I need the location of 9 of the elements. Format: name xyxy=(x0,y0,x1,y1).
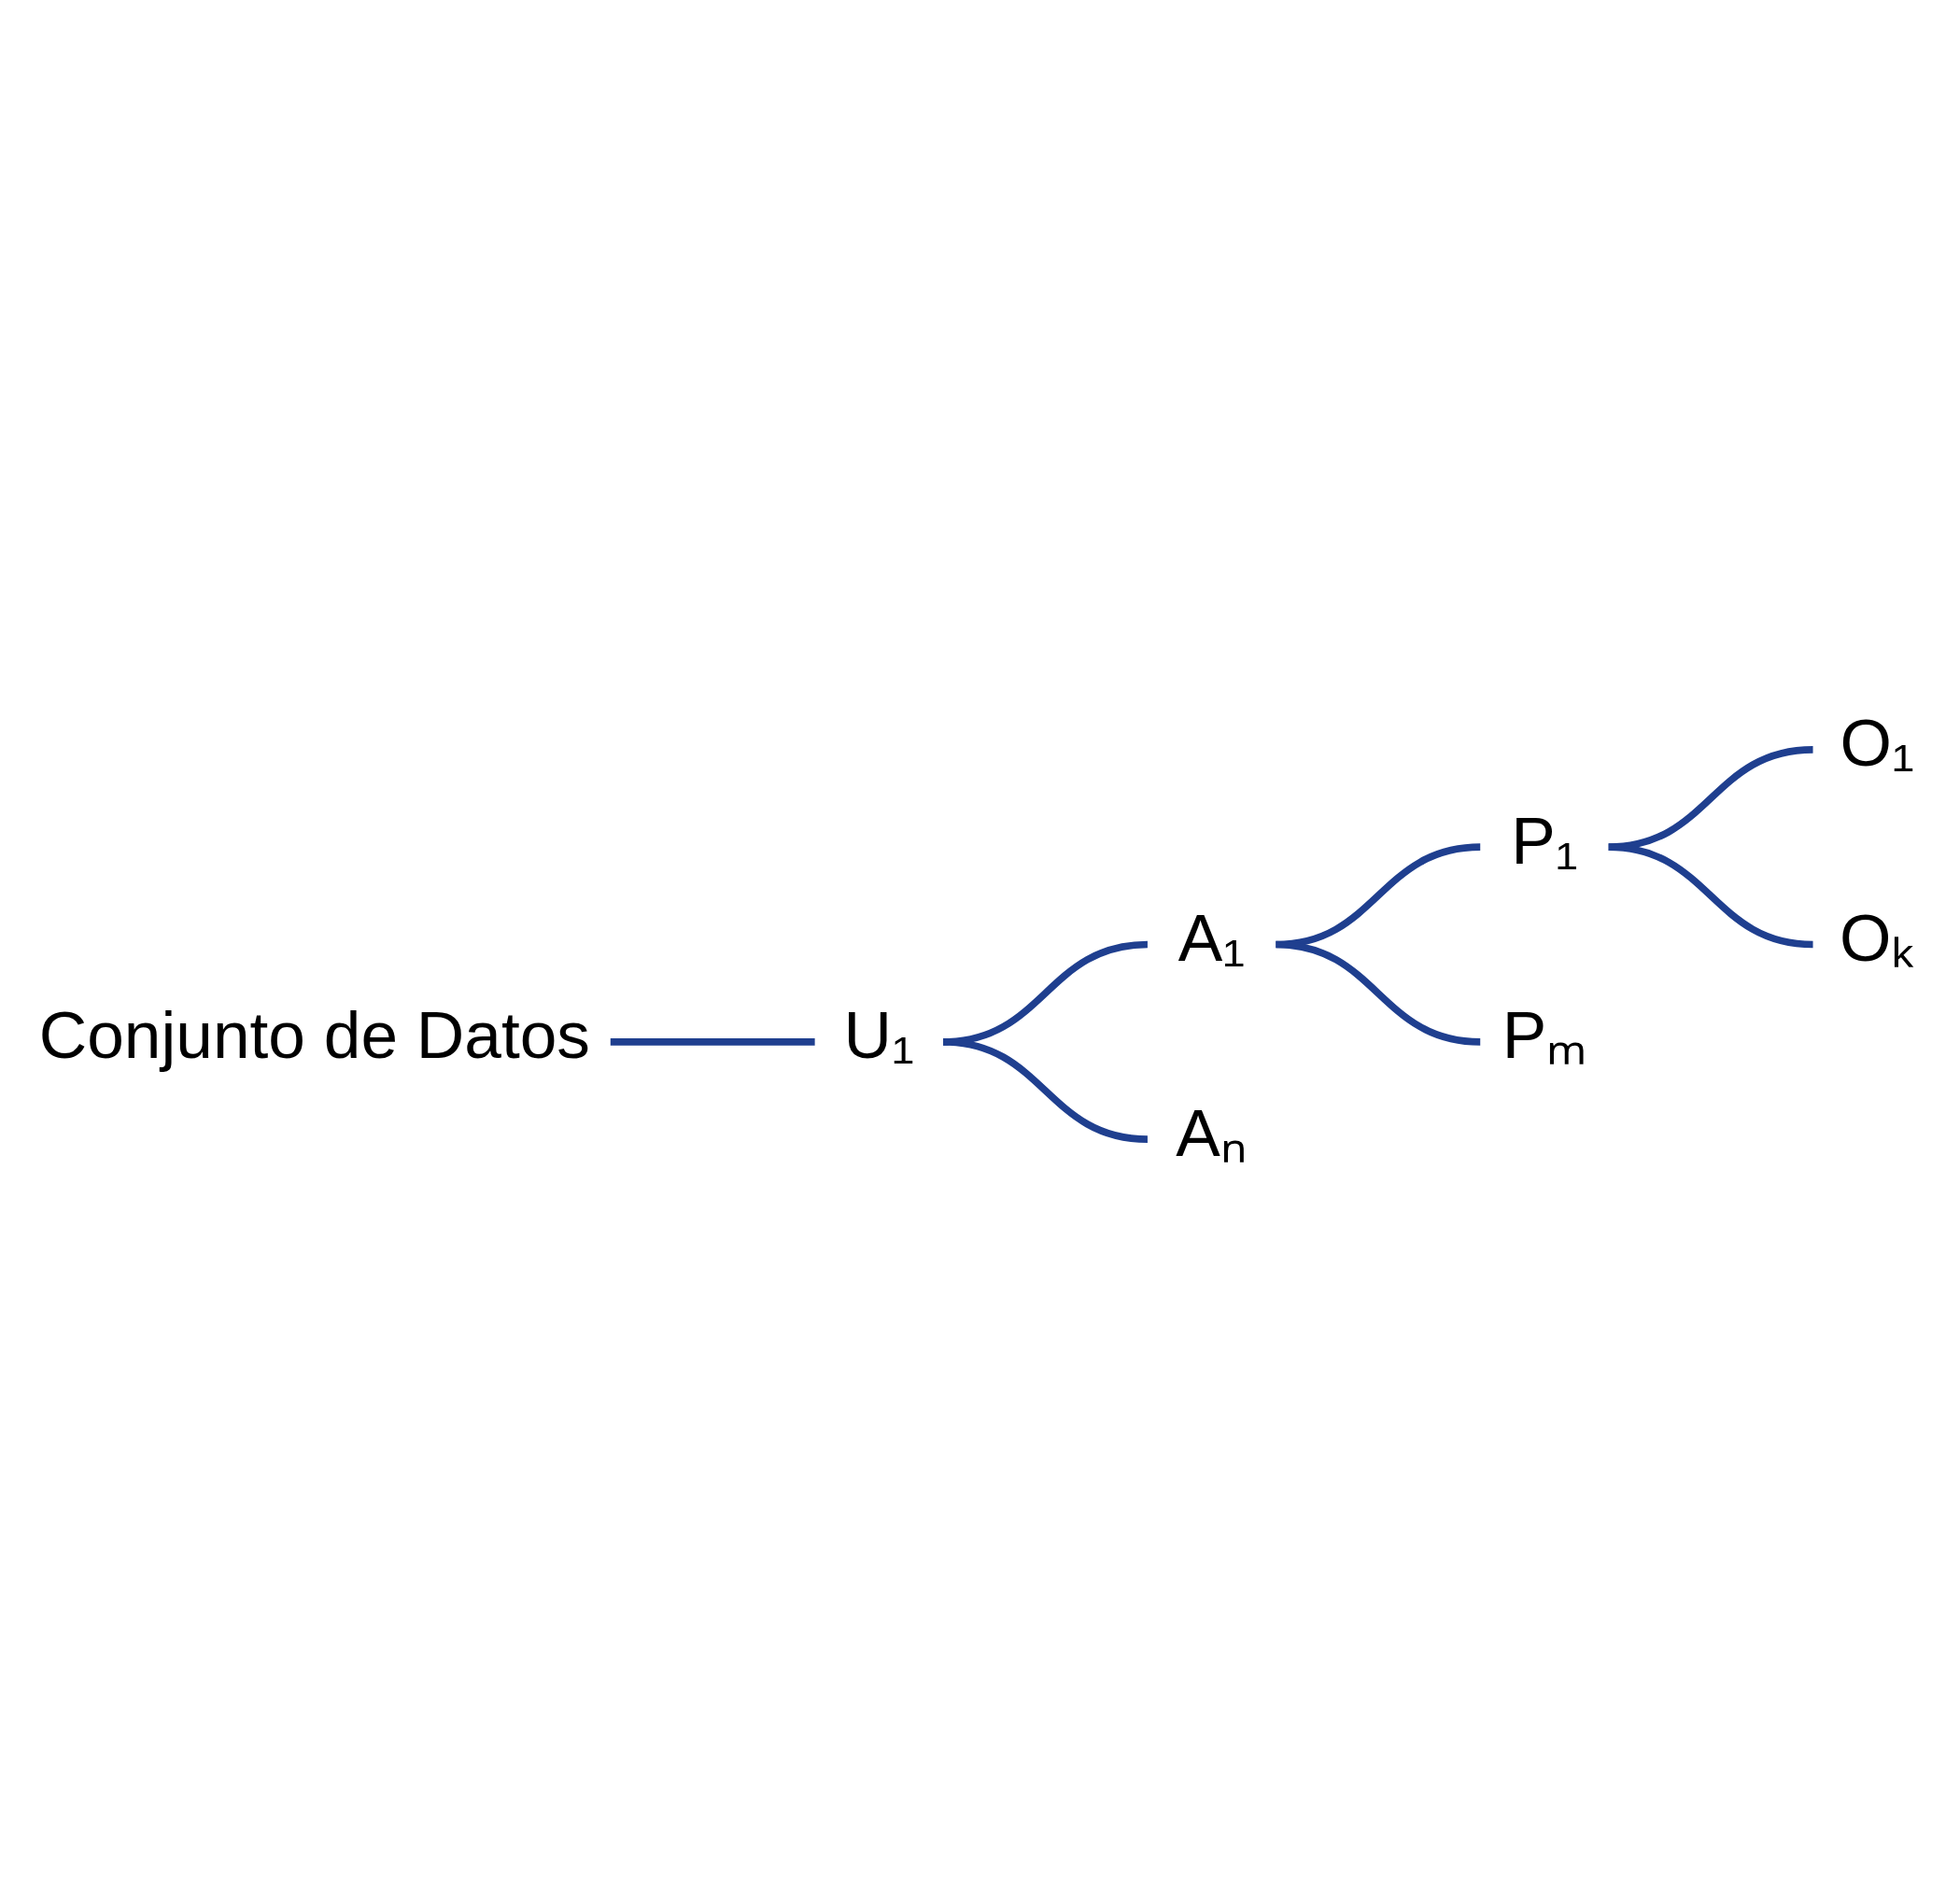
node-text: P₁ xyxy=(1511,802,1578,878)
node-text: O₁ xyxy=(1840,704,1914,780)
connector xyxy=(942,1037,1149,1143)
node-text: Pₘ xyxy=(1502,996,1587,1072)
node-text: U₁ xyxy=(843,996,915,1072)
node-text: A₁ xyxy=(1177,899,1246,975)
node-text: Conjunto de Datos xyxy=(38,996,590,1072)
node-text: Oₖ xyxy=(1840,899,1915,975)
node-text: Aₙ xyxy=(1176,1094,1248,1170)
